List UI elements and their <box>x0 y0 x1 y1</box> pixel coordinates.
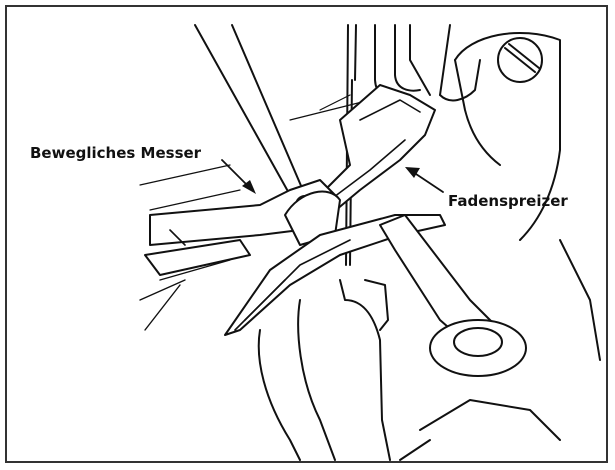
lever-bolt <box>453 327 503 357</box>
machine-base <box>257 239 601 461</box>
screw-slot <box>504 47 536 73</box>
label-thread-spreader: Fadenspreizer <box>448 192 568 210</box>
lever-arm <box>379 214 527 377</box>
arrow-thread-spreader <box>405 167 444 193</box>
fixed-blade <box>224 214 446 336</box>
machine-housing <box>454 31 561 241</box>
tweezers <box>194 24 306 196</box>
background-lines <box>139 94 371 211</box>
arrow-movable-knife <box>221 159 256 194</box>
thread-strands-left <box>139 259 231 331</box>
movable-knife-part <box>144 179 341 276</box>
figure-border <box>5 5 608 463</box>
label-movable-knife: Bewegliches Messer <box>30 144 202 162</box>
